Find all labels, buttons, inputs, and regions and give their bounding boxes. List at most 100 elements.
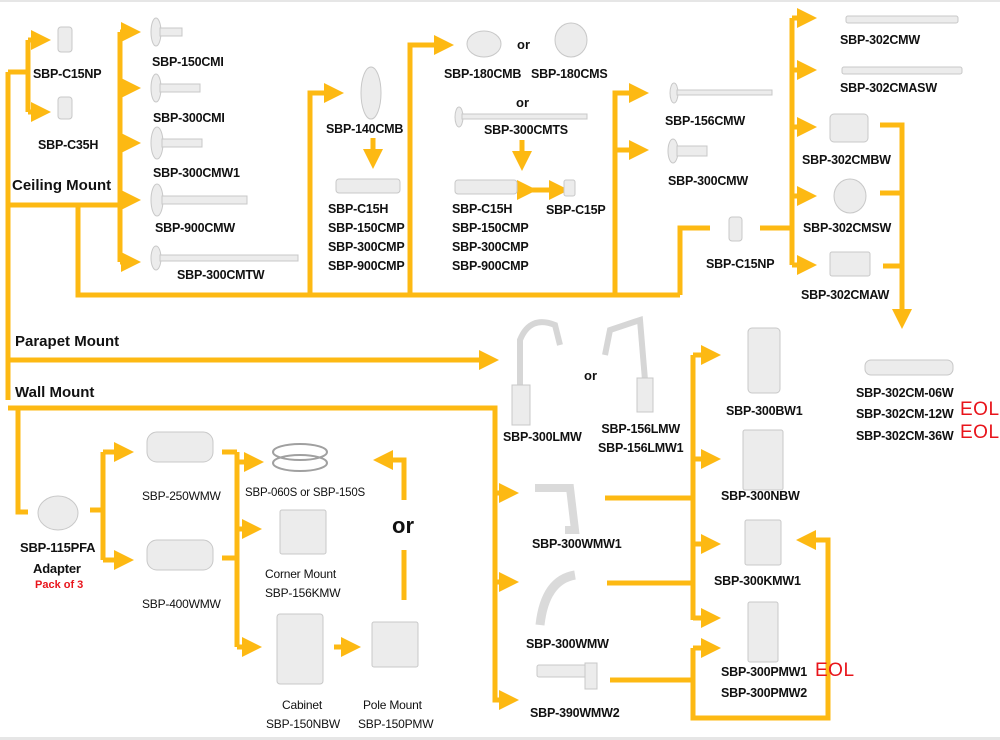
- sbp-156cmw-image: [669, 82, 773, 104]
- label-col4-pipe: SBP-300CMP: [452, 240, 529, 254]
- label-156lmw-a: SBP-156LMW: [601, 422, 680, 436]
- label-pendant-300cmi: SBP-300CMI: [153, 111, 225, 125]
- label-col3-pipe: SBP-150CMP: [328, 221, 405, 235]
- sbp-302cm-extension-image: [864, 359, 954, 376]
- or-label: or: [516, 95, 529, 110]
- sbp-300cmtw-image: [150, 245, 299, 271]
- label-corner-mount: Corner Mount: [265, 567, 336, 581]
- label-300lmw: SBP-300LMW: [503, 430, 582, 444]
- sbp-c15p-image: [563, 179, 576, 197]
- sbp-300wmw-image: [535, 570, 577, 626]
- label-c15np-2: SBP-C15NP: [706, 257, 775, 271]
- label-straps: SBP-060S or SBP-150S: [245, 487, 366, 499]
- sbp-300lmw-image: [517, 319, 563, 420]
- label-col3-pipe: SBP-900CMP: [328, 259, 405, 273]
- sbp-300bw1-image: [747, 327, 781, 394]
- label-115pfa: SBP-115PFA: [20, 540, 96, 555]
- label-pendant-900cmw: SBP-900CMW: [155, 221, 235, 235]
- sbp-300cmi-image: [150, 73, 201, 103]
- sbp-156lmw-image: [602, 315, 648, 381]
- label-156lmw: SBP-156LMW SBP-156LMW1: [598, 420, 684, 458]
- sbp-c35h-image: [57, 96, 73, 120]
- sbp-250wmw-image: [146, 431, 214, 463]
- label-300pmw2: SBP-300PMW2: [721, 686, 808, 700]
- label-150nbw: SBP-150NBW: [266, 717, 341, 731]
- eol-badge: EOL: [960, 422, 1000, 443]
- eol-badge: EOL: [815, 660, 855, 681]
- label-302cm-36w: SBP-302CM-36W: [856, 429, 954, 443]
- label-300nbw: SBP-300NBW: [721, 489, 800, 503]
- sbp-180cmb-image: [466, 30, 502, 58]
- sbp-c15np-2-image: [728, 216, 743, 242]
- sbp-150cmi-image: [150, 17, 183, 47]
- sbp-302cmw-image: [845, 15, 959, 24]
- label-300pmw1: SBP-300PMW1: [721, 665, 808, 679]
- label-col4-pipes: SBP-C15H SBP-150CMP SBP-300CMP SBP-900CM…: [452, 200, 529, 276]
- label-302cm-12w: SBP-302CM-12W: [856, 407, 954, 421]
- label-400wmw: SBP-400WMW: [142, 597, 221, 611]
- sbp-302cmbw-image: [829, 113, 869, 143]
- label-250wmw: SBP-250WMW: [142, 489, 221, 503]
- label-300wmw1: SBP-300WMW1: [532, 537, 622, 551]
- label-180cms: SBP-180CMS: [531, 67, 608, 81]
- label-pole-mount: Pole Mount: [363, 698, 422, 712]
- sbp-300cmw-image: [667, 138, 708, 164]
- sbp-302cmsw-image: [833, 178, 867, 214]
- sbp-900cmw-image: [150, 183, 248, 217]
- sbp-115pfa-image: [37, 495, 79, 531]
- sbp-c15np-image: [57, 26, 73, 53]
- sbp-150nbw-image: [276, 613, 324, 685]
- sbp-300cmw1-image: [150, 126, 203, 160]
- label-c15p: SBP-C15P: [546, 203, 606, 217]
- label-pendant-150cmi: SBP-150CMI: [152, 55, 224, 69]
- section-parapet-mount: Parapet Mount: [15, 333, 120, 350]
- bottom-border: [0, 737, 1000, 740]
- label-302cm-06w: SBP-302CM-06W: [856, 386, 954, 400]
- sbp-300pmw-image: [747, 601, 779, 663]
- label-156cmw: SBP-156CMW: [665, 114, 745, 128]
- label-col4-pipe: SBP-C15H: [452, 202, 513, 216]
- label-150pmw: SBP-150PMW: [358, 717, 434, 731]
- sbp-150pmw-image: [371, 621, 419, 668]
- sbp-300wmw1-image: [535, 484, 580, 534]
- section-wall-mount: Wall Mount: [15, 384, 95, 401]
- label-302cmaw: SBP-302CMAW: [801, 288, 890, 302]
- sbp-390wmw2-image: [536, 664, 593, 678]
- label-180cmb: SBP-180CMB: [444, 67, 522, 81]
- sbp-300kmw1-image: [744, 519, 782, 566]
- sbp-400wmw-image: [146, 539, 214, 571]
- or-label-large: or: [392, 513, 414, 538]
- label-cabinet: Cabinet: [282, 698, 322, 712]
- label-pendant-300cmw1: SBP-300CMW1: [153, 166, 240, 180]
- label-156kmw: SBP-156KMW: [265, 586, 341, 600]
- label-300cmw: SBP-300CMW: [668, 174, 748, 188]
- label-302cmasw: SBP-302CMASW: [840, 81, 937, 95]
- label-adapter: Adapter: [33, 561, 81, 576]
- label-300bw1: SBP-300BW1: [726, 404, 803, 418]
- label-300wmw: SBP-300WMW: [526, 637, 609, 651]
- sbp-c15h-pipe-image: [335, 178, 401, 194]
- label-302cmbw: SBP-302CMBW: [802, 153, 891, 167]
- label-300kmw1: SBP-300KMW1: [714, 574, 801, 588]
- label-adapter-c15np: SBP-C15NP: [33, 67, 102, 81]
- label-140cmb: SBP-140CMB: [326, 122, 404, 136]
- label-156lmw-b: SBP-156LMW1: [598, 441, 684, 455]
- label-300cmts: SBP-300CMTS: [484, 123, 568, 137]
- or-label: or: [517, 37, 530, 52]
- label-302cmsw: SBP-302CMSW: [803, 221, 892, 235]
- sbp-300nbw-image: [742, 429, 784, 491]
- sbp-060s-straps-image: [272, 443, 328, 472]
- label-col3-pipe: SBP-300CMP: [328, 240, 405, 254]
- label-col4-pipe: SBP-900CMP: [452, 259, 529, 273]
- sbp-302cmasw-image: [841, 66, 963, 75]
- label-390wmw2: SBP-390WMW2: [530, 706, 620, 720]
- label-col3-pipes: SBP-C15H SBP-150CMP SBP-300CMP SBP-900CM…: [328, 200, 405, 276]
- sbp-180cms-image: [554, 22, 588, 58]
- sbp-156kmw-image: [279, 509, 327, 555]
- label-pendant-300cmtw: SBP-300CMTW: [177, 268, 265, 282]
- top-border: [0, 0, 1000, 2]
- label-col3-pipe: SBP-C15H: [328, 202, 389, 216]
- eol-badge: EOL: [960, 399, 1000, 420]
